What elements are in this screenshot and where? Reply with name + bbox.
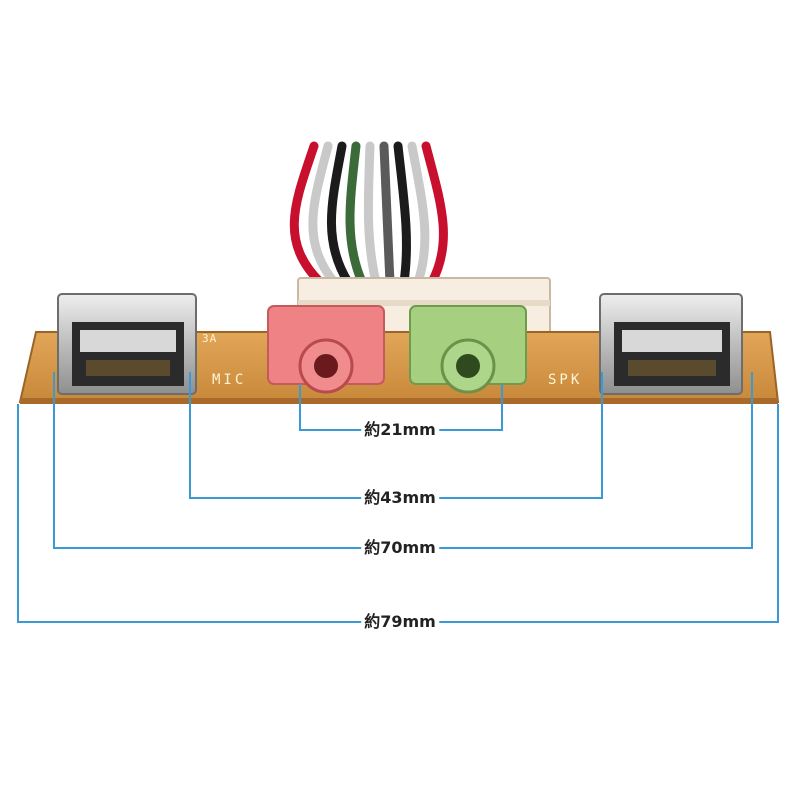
wire [421,141,448,287]
usb-port-left [57,293,197,395]
wire [393,141,411,287]
mic-audio-jack [267,305,385,394]
dimension-label-21mm: 約21mm [361,421,439,439]
dimension-label-79mm: 約79mm [361,613,439,631]
wire [345,141,367,287]
wire [308,141,339,287]
wire [326,141,353,287]
wire-bundle [289,141,448,287]
wire [379,141,395,287]
wire [289,141,325,287]
silkscreen-current: 3A [202,332,218,345]
silkscreen-mic: MIC [212,372,247,388]
silkscreen-spk: SPK [548,372,583,388]
wire [407,141,430,287]
usb-port-right [599,293,743,395]
wire [363,141,381,287]
speaker-audio-jack [409,305,527,394]
dimension-label-70mm: 約70mm [361,539,439,557]
dimension-label-43mm: 約43mm [361,489,439,507]
